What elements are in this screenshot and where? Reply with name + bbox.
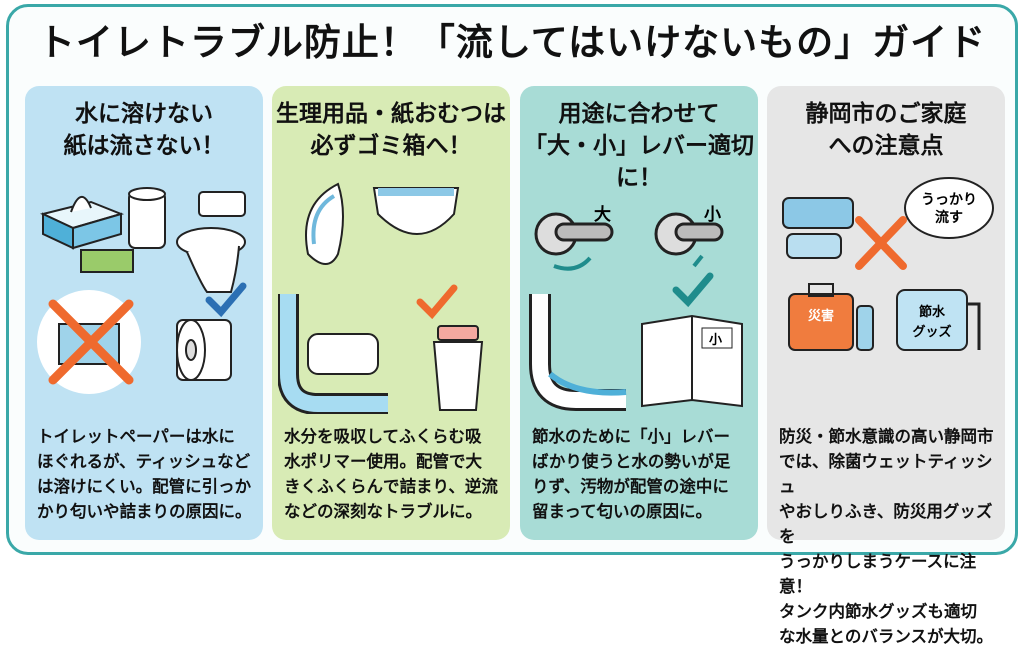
panel-body: 防災・節水意識の高い静岡市 では、除菌ウェットティッシュ やおしりふき、防災用グ… — [779, 427, 994, 646]
small-lever-label: 小 — [704, 205, 721, 225]
disaster-kit-icon — [788, 283, 854, 351]
big-lever-label: 大 — [594, 204, 611, 225]
water-saving-goods-icon — [896, 289, 981, 351]
sanitary-pad-icon — [305, 182, 344, 265]
check-icon — [672, 272, 714, 308]
bubble-text: うっかり流す — [921, 192, 977, 226]
panel-sanitary: 生理用品・紙おむつは 必ずゴミ箱へ！ 水分を吸収してふくらむ吸 水ポリマー使用。… — [272, 86, 510, 540]
panel-lever: 用途に合わせて 「大・小」レバー適切に！ 大 小 小 節水のために「小」レバー … — [520, 86, 758, 540]
goods-label-1: 節水 — [919, 304, 946, 320]
panel-heading: 静岡市のご家庭 への注意点 — [805, 101, 967, 159]
sanitary-illustration — [278, 182, 484, 414]
pipe-flow-icon — [529, 294, 627, 411]
big-lever-icon — [534, 212, 614, 271]
book-label: 小 — [709, 333, 722, 348]
panel-body: 節水のために「小」レバー ばかり使うと水の勢いが足 りず、汚物が配管の途中に 留… — [532, 427, 731, 521]
lever-illustration: 大 小 小 — [529, 204, 743, 411]
panel-heading: 用途に合わせて 「大・小」レバー適切に！ — [524, 101, 754, 191]
small-lever-icon — [654, 212, 724, 268]
toilet-paper-icon — [176, 319, 232, 381]
goods-label-2: グッズ — [912, 324, 951, 340]
kit-label: 災害 — [808, 308, 834, 324]
water-bottle-icon — [856, 305, 874, 351]
speech-bubble — [904, 177, 994, 239]
panel-shizuoka: 静岡市のご家庭 への注意点 うっかり流す 災害 節水 グッズ 防災・節水意識の高… — [767, 86, 1005, 646]
toilet-paper-roll-icon — [128, 187, 166, 249]
cross-icon — [48, 299, 134, 385]
green-tissue-box-icon — [80, 249, 134, 273]
check-icon — [416, 284, 458, 320]
panel-heading: 水に溶けない 紙は流さない！ — [63, 101, 225, 159]
tissue-box-icon — [40, 196, 125, 250]
paper-illustration — [37, 187, 247, 394]
trash-can-icon — [432, 325, 484, 411]
panel-heading: 生理用品・紙おむつは 必ずゴミ箱へ！ — [276, 101, 506, 159]
shizuoka-illustration: うっかり流す 災害 節水 グッズ — [782, 177, 994, 351]
page-title: トイレトラブル防止！「流してはいけないもの」ガイド — [37, 21, 987, 64]
panel-body: 水分を吸収してふくらむ吸 水ポリマー使用。配管で大 きくふくらんで詰まり、逆流 … — [284, 427, 498, 521]
cross-icon — [855, 216, 907, 270]
wet-wipes-icon — [782, 197, 854, 259]
clogged-pipe-icon — [278, 294, 388, 414]
toilet-icon — [176, 191, 246, 293]
panel-paper: 水に溶けない 紙は流さない！ トイレットペーパーは水に ほぐれるが、ティッシュな… — [25, 86, 263, 540]
check-icon — [205, 282, 247, 318]
panel-body: トイレットペーパーは水に ほぐれるが、ティッシュなど は溶けにくい。配管に引っか… — [37, 427, 252, 521]
diaper-icon — [372, 187, 460, 235]
manual-book-icon — [641, 314, 743, 408]
